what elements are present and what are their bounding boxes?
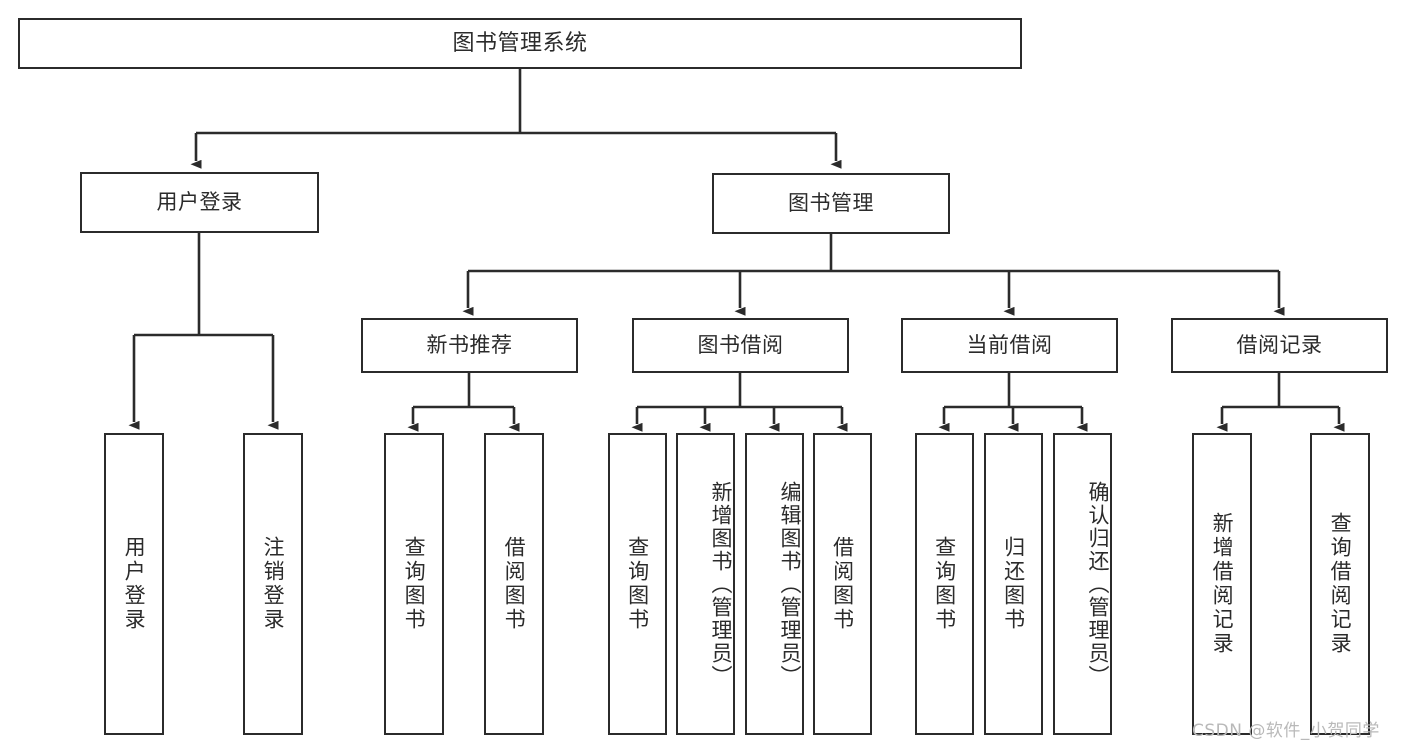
leaf-current-query-book[interactable]: 查询图书	[915, 433, 974, 735]
node-new-book-recommend[interactable]: 新书推荐	[361, 318, 578, 373]
leaf-borrow-add-book-admin[interactable]: 新增图书（管理员）	[676, 433, 735, 735]
node-borrow-record[interactable]: 借阅记录	[1171, 318, 1388, 373]
leaf-current-return-book[interactable]: 归还图书	[984, 433, 1043, 735]
leaf-record-query-record[interactable]: 查询借阅记录	[1310, 433, 1370, 735]
leaf-borrow-borrow-book[interactable]: 借阅图书	[813, 433, 872, 735]
node-root-system[interactable]: 图书管理系统	[18, 18, 1022, 69]
node-user-login[interactable]: 用户登录	[80, 172, 319, 233]
leaf-borrow-edit-book-admin[interactable]: 编辑图书（管理员）	[745, 433, 804, 735]
csdn-watermark: CSDN @软件_小贺同学	[1192, 721, 1380, 741]
leaf-recommend-borrow-book[interactable]: 借阅图书	[484, 433, 544, 735]
node-book-borrow[interactable]: 图书借阅	[632, 318, 849, 373]
node-book-management[interactable]: 图书管理	[712, 173, 950, 234]
node-current-borrow[interactable]: 当前借阅	[901, 318, 1118, 373]
leaf-user-login-logout[interactable]: 注销登录	[243, 433, 303, 735]
leaf-user-login-login[interactable]: 用户登录	[104, 433, 164, 735]
leaf-recommend-query-book[interactable]: 查询图书	[384, 433, 444, 735]
leaf-record-add-record[interactable]: 新增借阅记录	[1192, 433, 1252, 735]
leaf-borrow-query-book[interactable]: 查询图书	[608, 433, 667, 735]
leaf-current-confirm-return-admin[interactable]: 确认归还（管理员）	[1053, 433, 1112, 735]
